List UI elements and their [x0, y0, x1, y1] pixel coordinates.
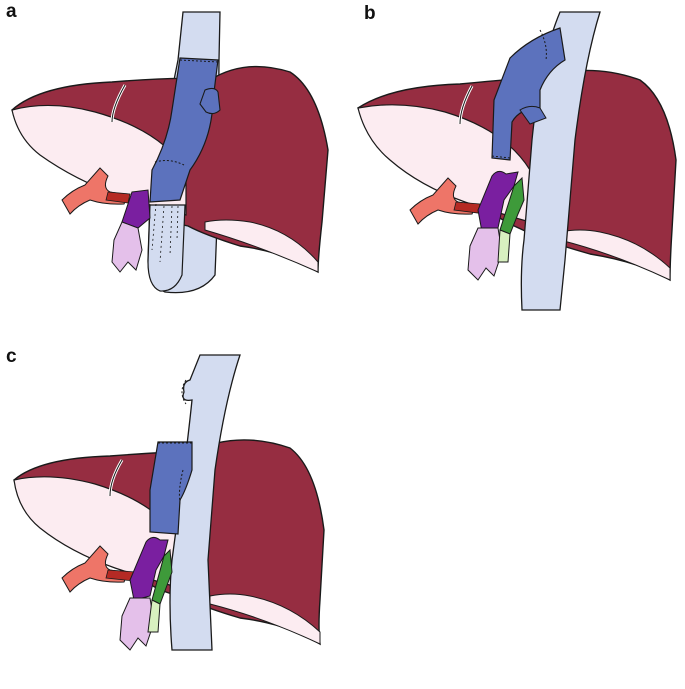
- graft-branch: [199, 87, 221, 115]
- falciform-outline: [109, 459, 123, 497]
- suture-line-bottom: [491, 155, 511, 159]
- portal-vein: [121, 189, 151, 229]
- bile-duct-lower: [497, 229, 511, 263]
- panel-c: [13, 354, 325, 651]
- portal-vein-lower: [111, 221, 143, 273]
- panel-a: [11, 11, 329, 294]
- suture-line-top: [181, 379, 187, 405]
- vena-cava-lower: [147, 204, 186, 292]
- graft-vessel: [491, 27, 566, 161]
- graft-branch: [519, 105, 547, 125]
- panel-label-a: a: [6, 1, 17, 22]
- suture-line-graft-side: [178, 469, 184, 503]
- panel-b: [357, 11, 677, 311]
- graft-vessel: [149, 441, 193, 535]
- liver-underside-right: [209, 593, 321, 645]
- panel-label-b: b: [364, 3, 376, 24]
- portal-vein-lower: [467, 227, 503, 281]
- liver-underside-right: [204, 219, 319, 273]
- falciform-outline: [459, 85, 473, 125]
- panel-label-c: c: [6, 346, 17, 367]
- suture-line-top: [539, 29, 547, 61]
- bile-duct-lower: [147, 599, 161, 633]
- falciform-outline: [111, 84, 126, 123]
- hepatic-artery-dark: [453, 201, 481, 214]
- portal-vein: [129, 536, 169, 601]
- liver-underside-right: [559, 229, 671, 281]
